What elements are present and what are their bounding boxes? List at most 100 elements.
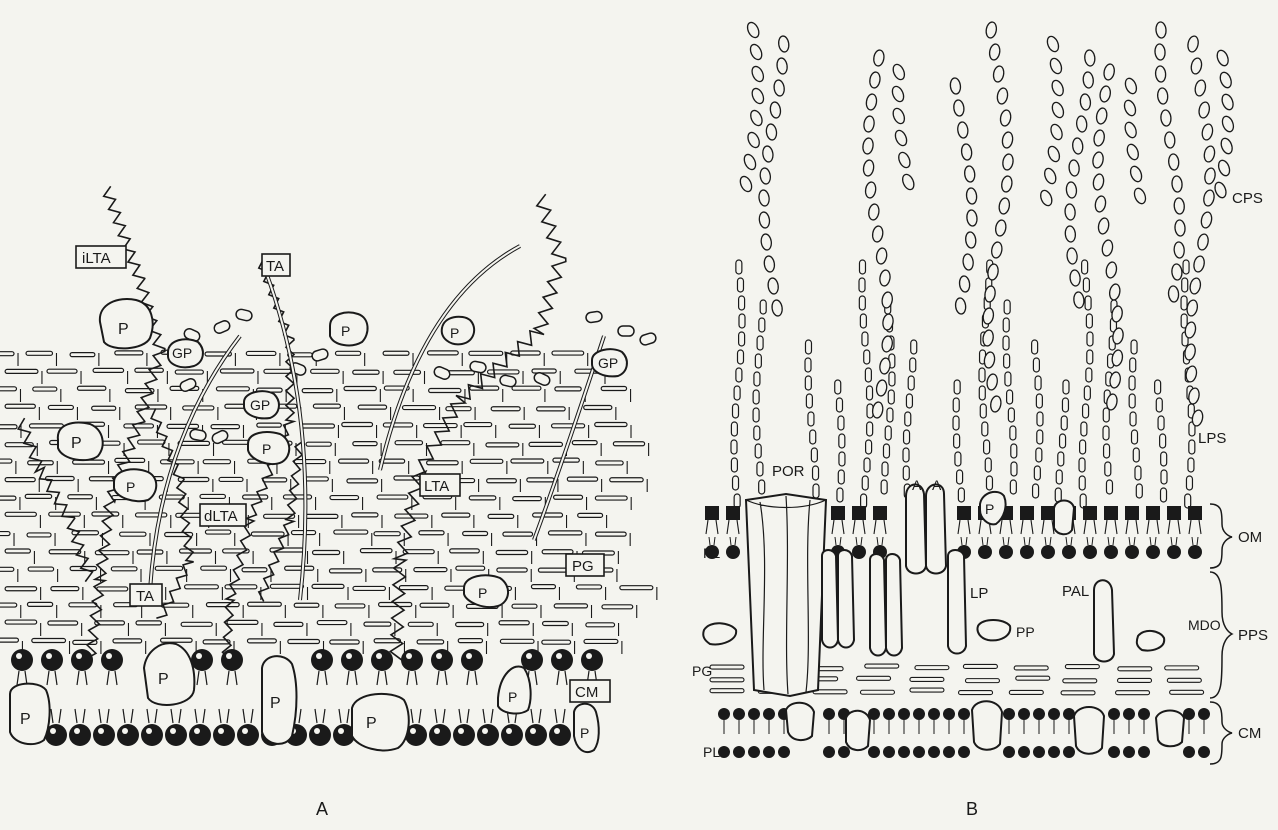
pg-strand xyxy=(531,585,555,589)
lipid-tail xyxy=(195,709,205,723)
lps-unit xyxy=(1188,458,1194,472)
lipid-highlight xyxy=(436,653,442,659)
lps-unit xyxy=(757,336,763,350)
lipid-head xyxy=(221,649,243,671)
lipid-highlight xyxy=(586,653,592,659)
lipid-head xyxy=(141,724,163,746)
b-label-OM: OM xyxy=(1238,529,1262,546)
lipid-tail xyxy=(1126,520,1138,534)
lipid-head xyxy=(69,724,91,746)
pg-strand xyxy=(456,566,485,570)
lps-unit xyxy=(1181,296,1187,310)
capsule-unit xyxy=(1171,176,1182,193)
capsule-unit xyxy=(1157,88,1168,105)
lps-unit xyxy=(1005,372,1011,386)
pg-strand xyxy=(220,369,254,373)
lps-core xyxy=(852,506,866,520)
lps-unit xyxy=(864,458,870,472)
lps-unit xyxy=(1135,466,1141,480)
pg-strand xyxy=(394,370,421,374)
a-protein-label: P xyxy=(508,689,517,705)
sugar-unit xyxy=(618,326,634,336)
b-label-LP: LP xyxy=(970,585,988,602)
lipid-head xyxy=(726,545,740,559)
pg-strand xyxy=(424,424,458,428)
lps-unit xyxy=(1061,416,1067,430)
capsule-unit xyxy=(1065,226,1077,243)
pg-strand xyxy=(97,587,128,591)
lipid-highlight xyxy=(46,653,52,659)
lipid-tail xyxy=(1087,537,1093,545)
lps-unit xyxy=(835,380,841,394)
lipid-head xyxy=(525,724,547,746)
capsule-unit xyxy=(891,107,907,126)
capsule-unit xyxy=(865,93,877,110)
lipid-head xyxy=(1183,746,1195,758)
lipid-head xyxy=(1018,708,1030,720)
pg-strand xyxy=(860,690,894,694)
lps-unit xyxy=(979,368,985,382)
panel-a-gram-positive-wall: P P P P P P P P xyxy=(0,186,657,819)
pg-strand xyxy=(710,665,744,669)
a-protein: P xyxy=(248,432,289,464)
lps-unit xyxy=(910,358,916,372)
capsule-unit xyxy=(881,291,893,308)
capsule-unit xyxy=(862,137,874,154)
lps-unit xyxy=(1003,336,1009,350)
lps-unit xyxy=(811,448,817,462)
sugar-unit xyxy=(189,429,206,442)
lipid-head xyxy=(371,649,393,671)
pg-strand xyxy=(49,512,81,516)
pg-strand xyxy=(120,532,146,536)
capsule-unit xyxy=(1001,175,1014,192)
lipid-head xyxy=(311,649,333,671)
pg-strand xyxy=(548,531,581,535)
lps-unit xyxy=(1083,278,1089,292)
lps-unit xyxy=(732,404,738,418)
lipid-highlight xyxy=(106,653,112,659)
svg-text:LTA: LTA xyxy=(424,478,449,495)
lps-core xyxy=(873,506,887,520)
a-protein-label: P xyxy=(262,441,271,457)
lipid-head xyxy=(1198,708,1210,720)
lipid-head xyxy=(733,708,745,720)
lps-unit xyxy=(1036,394,1042,408)
pg-strand xyxy=(161,460,195,464)
lipid-head xyxy=(117,724,139,746)
lipid-tail xyxy=(1147,520,1159,534)
pg-strand xyxy=(383,351,409,355)
pg-strand xyxy=(201,566,227,570)
pg-strand xyxy=(330,640,359,644)
capsule-unit xyxy=(760,233,772,250)
pg-strand xyxy=(32,639,66,643)
capsule-unit xyxy=(1095,107,1108,125)
lps-unit xyxy=(734,494,740,508)
lps-unit xyxy=(757,462,763,476)
lps-unit xyxy=(753,408,759,422)
pg-strand xyxy=(374,532,400,536)
lps-unit xyxy=(1161,488,1167,502)
lps-unit xyxy=(903,448,909,462)
lipid-head xyxy=(581,649,603,671)
capsule-unit xyxy=(1203,145,1216,163)
pg-strand xyxy=(347,479,378,483)
capsule-unit xyxy=(996,87,1009,104)
lps-unit xyxy=(1036,448,1042,462)
lps-unit xyxy=(1033,484,1039,498)
pg-strand xyxy=(469,496,496,500)
a-protein-label: P xyxy=(341,323,350,339)
pg-strand xyxy=(48,621,78,625)
lipid-head xyxy=(1018,746,1030,758)
lps-unit xyxy=(1103,426,1109,440)
lipid-head xyxy=(943,746,955,758)
b-pal xyxy=(1094,580,1114,661)
pg-strand xyxy=(257,423,282,427)
lipid-tail xyxy=(982,537,988,545)
capsule-unit xyxy=(1094,195,1107,213)
pg-strand xyxy=(33,387,57,391)
lps-core xyxy=(705,506,719,520)
lps-unit xyxy=(955,452,961,466)
lipid-highlight xyxy=(196,653,202,659)
lipid-head xyxy=(748,708,760,720)
pg-strand xyxy=(115,351,143,355)
